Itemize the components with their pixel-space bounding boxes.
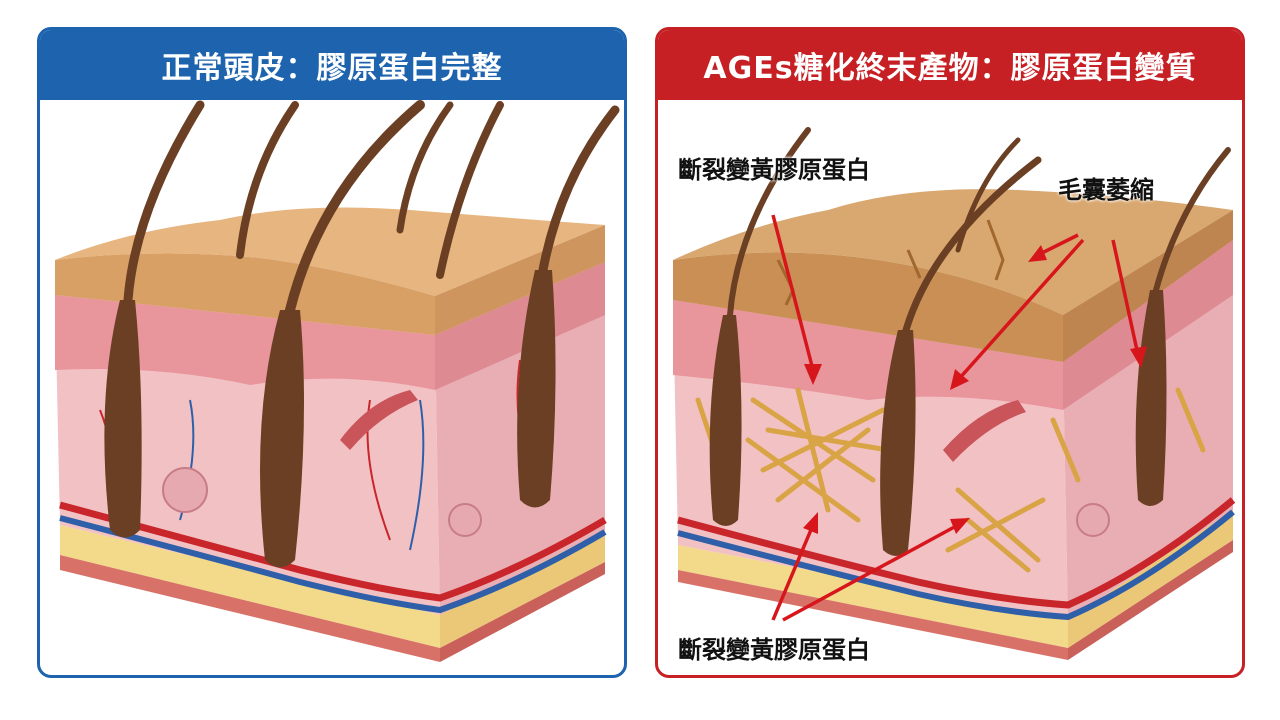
atrophied-follicle — [709, 315, 742, 526]
hair-shaft — [436, 101, 504, 279]
epidermis-side — [1063, 210, 1233, 362]
callout-damaged-collagen-bottom: 斷裂變黃膠原蛋白 — [678, 636, 870, 664]
hair-follicle — [517, 270, 556, 508]
damaged-collagen — [695, 387, 1206, 573]
arrector-muscle — [943, 400, 1026, 462]
hair-shaft — [123, 100, 205, 305]
callout-arrows — [771, 214, 1147, 622]
muscle-band — [60, 555, 440, 662]
epidermis-front — [673, 252, 1063, 362]
papillary-dermis — [55, 295, 435, 390]
fat-layer-side — [440, 530, 605, 648]
hair-shaft — [285, 100, 425, 315]
hair-shaft — [727, 127, 811, 318]
ages-scalp-title: AGEs糖化終末產物：膠原蛋白變質 — [703, 51, 1197, 86]
atrophied-follicle — [880, 330, 916, 556]
muscle-band-side — [440, 562, 605, 662]
artery — [59, 501, 607, 602]
fat-layer — [60, 525, 440, 648]
artery — [677, 497, 1236, 609]
papillary-dermis-side — [435, 262, 605, 390]
sweat-gland — [162, 467, 208, 513]
ages-scalp-illustration — [673, 127, 1236, 660]
epidermis-top — [673, 189, 1233, 315]
muscle-band — [678, 570, 1068, 660]
fat-layer — [678, 545, 1068, 648]
callout-follicle-atrophy: 毛囊萎縮 — [1058, 176, 1154, 204]
epidermis-side — [435, 225, 605, 335]
capillary — [409, 399, 425, 551]
sweat-gland — [448, 503, 482, 537]
vein — [59, 515, 607, 614]
hair-shaft — [236, 101, 299, 259]
muscle-band-side — [1068, 540, 1233, 660]
normal-scalp-illustration — [55, 100, 620, 662]
normal-scalp-header: 正常頭皮：膠原蛋白完整 — [40, 30, 624, 100]
hair-follicle — [104, 300, 142, 538]
hair-shaft — [538, 105, 620, 275]
arrector-muscle — [340, 390, 418, 450]
sweat-gland — [1076, 503, 1110, 537]
vein — [677, 509, 1235, 621]
ages-scalp-panel: AGEs糖化終末產物：膠原蛋白變質 — [655, 27, 1245, 678]
epidermis-top — [55, 207, 605, 296]
hair-shaft — [955, 137, 1021, 253]
hair-follicle — [260, 310, 304, 568]
hair-shaft — [902, 156, 1042, 334]
callout-damaged-collagen-top: 斷裂變黃膠原蛋白 — [678, 156, 870, 184]
ages-scalp-header: AGEs糖化終末產物：膠原蛋白變質 — [658, 30, 1242, 100]
epidermis-front — [55, 253, 435, 335]
hair-shaft — [1153, 147, 1231, 293]
hair-shaft — [396, 101, 454, 234]
atrophied-follicle — [1135, 290, 1167, 506]
normal-scalp-title: 正常頭皮：膠原蛋白完整 — [161, 51, 503, 86]
normal-scalp-panel: 正常頭皮：膠原蛋白完整 — [37, 27, 627, 678]
